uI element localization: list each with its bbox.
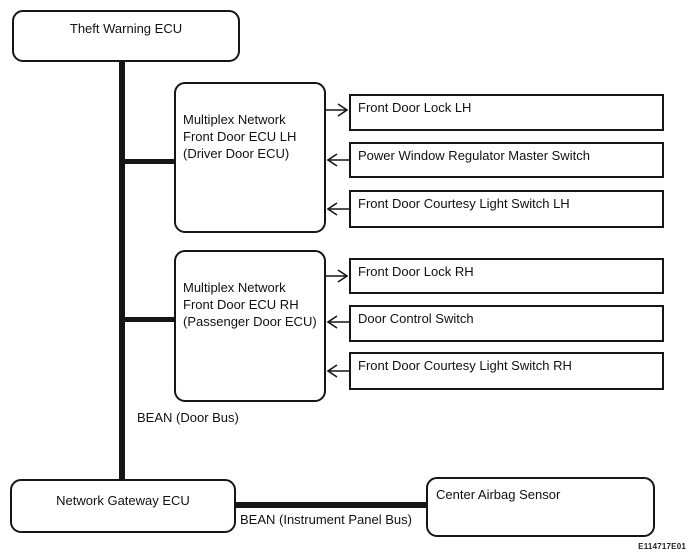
node-label: Door Control Switch — [358, 311, 474, 326]
node-front-door-courtesy-light-switch-lh: Front Door Courtesy Light Switch LH — [349, 190, 664, 228]
bus-instrument-panel — [234, 502, 428, 508]
node-theft-warning-ecu: Theft Warning ECU — [12, 10, 240, 62]
node-label-line: Multiplex Network — [183, 112, 286, 127]
bus-branch-multiplex-rh — [122, 317, 176, 322]
node-multiplex-front-door-ecu-rh: Multiplex Network Front Door ECU RH (Pas… — [174, 250, 326, 402]
bus-branch-multiplex-lh — [122, 159, 176, 164]
node-front-door-courtesy-light-switch-rh: Front Door Courtesy Light Switch RH — [349, 352, 664, 390]
node-label: Front Door Courtesy Light Switch LH — [358, 196, 570, 211]
node-label-line: (Driver Door ECU) — [183, 146, 290, 161]
node-label: Front Door Courtesy Light Switch RH — [358, 358, 572, 373]
node-multiplex-front-door-ecu-lh: Multiplex Network Front Door ECU LH (Dri… — [174, 82, 326, 233]
node-label-line: Front Door ECU LH — [183, 129, 297, 144]
node-power-window-regulator-master-switch: Power Window Regulator Master Switch — [349, 142, 664, 178]
node-label: Front Door Lock RH — [358, 264, 474, 279]
node-front-door-lock-rh: Front Door Lock RH — [349, 258, 664, 294]
arrow-from-front-door-courtesy-light-switch-lh — [326, 202, 349, 216]
figure-code: E114717E01 — [638, 542, 686, 551]
node-label: Center Airbag Sensor — [436, 487, 561, 502]
node-front-door-lock-lh: Front Door Lock LH — [349, 94, 664, 131]
node-label: Power Window Regulator Master Switch — [358, 148, 590, 163]
node-label-line: (Passenger Door ECU) — [183, 314, 317, 329]
bus-label-instrument-panel-bus: BEAN (Instrument Panel Bus) — [240, 512, 412, 527]
arrow-from-power-window-regulator-master-switch — [326, 153, 349, 167]
node-label-line: Multiplex Network — [183, 280, 286, 295]
node-label: Network Gateway ECU — [56, 493, 190, 508]
node-label-line: Front Door ECU RH — [183, 297, 299, 312]
arrow-from-door-control-switch — [326, 315, 349, 329]
bus-label-door-bus: BEAN (Door Bus) — [137, 410, 239, 425]
node-label: Front Door Lock LH — [358, 100, 472, 115]
node-door-control-switch: Door Control Switch — [349, 305, 664, 342]
arrow-from-front-door-courtesy-light-switch-rh — [326, 364, 349, 378]
node-label: Theft Warning ECU — [69, 21, 183, 36]
node-network-gateway-ecu: Network Gateway ECU — [10, 479, 236, 533]
arrow-to-front-door-lock-rh — [326, 269, 349, 283]
arrow-to-front-door-lock-lh — [326, 103, 349, 117]
bus-door-vertical — [119, 60, 125, 480]
node-center-airbag-sensor: Center Airbag Sensor — [426, 477, 655, 537]
